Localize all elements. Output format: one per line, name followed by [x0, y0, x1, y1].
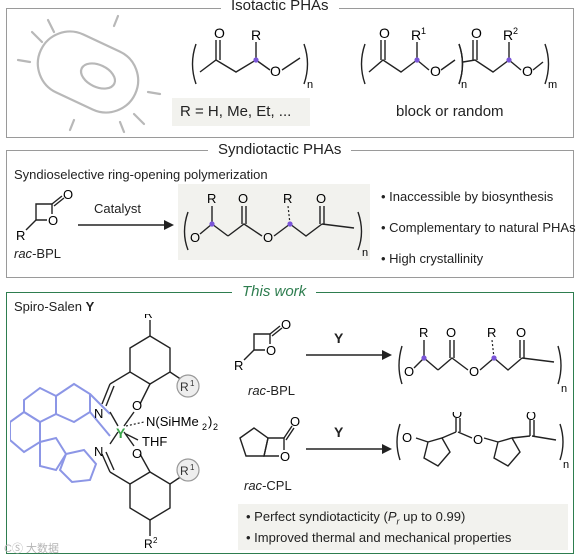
svg-text:O: O: [238, 191, 248, 206]
svg-text:O: O: [446, 325, 456, 340]
svg-text:R: R: [283, 191, 292, 206]
svg-text:n: n: [563, 459, 569, 471]
rac-bpl-label: rac-BPL: [14, 246, 61, 261]
catalyst-arrow: [78, 220, 174, 230]
svg-text:n: n: [307, 79, 313, 91]
svg-text:R: R: [207, 191, 216, 206]
syndio-pcpl-structure: O O O O n: [396, 412, 569, 471]
svg-text:O: O: [280, 449, 290, 464]
svg-text:O: O: [471, 25, 482, 41]
r-group-text: R = H, Me, Et, ...: [180, 103, 292, 120]
copolymer-caption: block or random: [396, 103, 504, 120]
syndio-polymer-box: [178, 184, 370, 260]
svg-text:O: O: [473, 432, 483, 447]
svg-text:n: n: [362, 247, 368, 259]
svg-text:R: R: [144, 314, 153, 321]
svg-text:O: O: [430, 63, 441, 79]
svg-text:O: O: [48, 213, 58, 228]
svg-text:2: 2: [153, 314, 158, 315]
rac-cpl-label: rac-CPL: [244, 478, 292, 493]
yttrium-label: Y: [116, 425, 126, 441]
svg-text:O: O: [266, 343, 276, 358]
svg-text:O: O: [263, 230, 273, 245]
spiro-salen-label: Spiro-Salen Y: [14, 299, 95, 314]
svg-text:O: O: [190, 230, 200, 245]
svg-text:O: O: [516, 325, 526, 340]
r-group-box: [172, 98, 310, 126]
svg-text:R: R: [503, 27, 513, 43]
svg-text:n: n: [561, 383, 567, 395]
svg-text:O: O: [316, 191, 326, 206]
carbonyl-o: O: [214, 25, 225, 41]
svg-text:1: 1: [190, 379, 195, 388]
y-arrow-label-2: Y: [334, 424, 344, 440]
svg-text:R: R: [487, 325, 496, 340]
bullet-syndiotacticity: • Perfect syndiotacticity (Pr up to 0.99…: [246, 509, 466, 527]
svg-text:n: n: [461, 79, 467, 91]
svg-text:O: O: [281, 317, 291, 332]
svg-text:R: R: [180, 380, 189, 394]
bpl-monomer-structure-2: O O R: [234, 317, 291, 373]
svg-text:R: R: [234, 358, 243, 373]
svg-text:O: O: [290, 414, 300, 429]
svg-text:O: O: [526, 412, 536, 423]
svg-text:R: R: [251, 27, 261, 43]
svg-text:R: R: [180, 464, 189, 478]
syndiotactic-title: Syndiotactic PHAs: [208, 141, 352, 158]
cpl-monomer-structure: O O: [239, 414, 300, 464]
watermark: CⓈ 大数据: [4, 543, 59, 555]
svg-text:R: R: [419, 325, 428, 340]
rac-bpl-label-2: rac-BPL: [248, 383, 295, 398]
syndiotactic-subtitle: Syndioselective ring-opening polymerizat…: [14, 167, 268, 182]
bullet-properties: • Improved thermal and mechanical proper…: [246, 530, 512, 545]
svg-text:R: R: [411, 27, 421, 43]
this-work-title: This work: [232, 283, 317, 300]
svg-text:O: O: [452, 412, 462, 421]
svg-text:N(SiHMe: N(SiHMe: [146, 414, 199, 429]
svg-text:O: O: [132, 446, 142, 461]
bacterium-icon: [16, 14, 162, 134]
svg-text:O: O: [132, 398, 142, 413]
this-work-bullets-box: [238, 504, 568, 550]
svg-text:): ): [208, 414, 212, 429]
svg-text:2: 2: [202, 422, 207, 432]
spiro-salen-catalyst-structure: R1 R1 R2 R2 N N O O Y N(SiHMe 2 ) 2 THF: [10, 314, 218, 551]
svg-text:R: R: [16, 228, 25, 243]
svg-text:O: O: [63, 188, 73, 202]
y-arrow-label-1: Y: [334, 330, 344, 346]
svg-text:N: N: [94, 406, 103, 421]
svg-text:O: O: [404, 364, 414, 379]
bullet-inaccessible: • Inaccessible by biosynthesis: [381, 189, 554, 204]
svg-text:2: 2: [513, 26, 518, 36]
isotactic-homopolymer-structure: O R O n: [191, 25, 313, 91]
svg-text:2: 2: [153, 536, 158, 545]
syndio-pbpl-structure: O R O O R O n: [398, 325, 567, 395]
svg-text:O: O: [379, 25, 390, 41]
catalyst-label: Catalyst: [94, 201, 141, 216]
svg-text:N: N: [94, 444, 103, 459]
y-arrow-2: [306, 444, 392, 454]
bpl-monomer-structure: O O R: [16, 188, 73, 243]
svg-text:O: O: [270, 63, 281, 79]
bullet-complementary: • Complementary to natural PHAs: [381, 220, 576, 235]
bullet-crystallinity: • High crystallinity: [381, 251, 484, 266]
svg-text:2: 2: [213, 422, 218, 432]
svg-text:O: O: [469, 364, 479, 379]
svg-text:1: 1: [421, 26, 426, 36]
svg-text:THF: THF: [142, 434, 167, 449]
isotactic-title: Isotactic PHAs: [221, 0, 339, 14]
syndiotactic-polymer-structure: O R O O R O n: [183, 191, 368, 259]
svg-text:O: O: [522, 63, 533, 79]
svg-text:R: R: [144, 537, 153, 551]
svg-text:m: m: [548, 79, 557, 91]
svg-text:O: O: [402, 430, 412, 445]
svg-text:1: 1: [190, 463, 195, 472]
y-arrow-1: [306, 350, 392, 360]
